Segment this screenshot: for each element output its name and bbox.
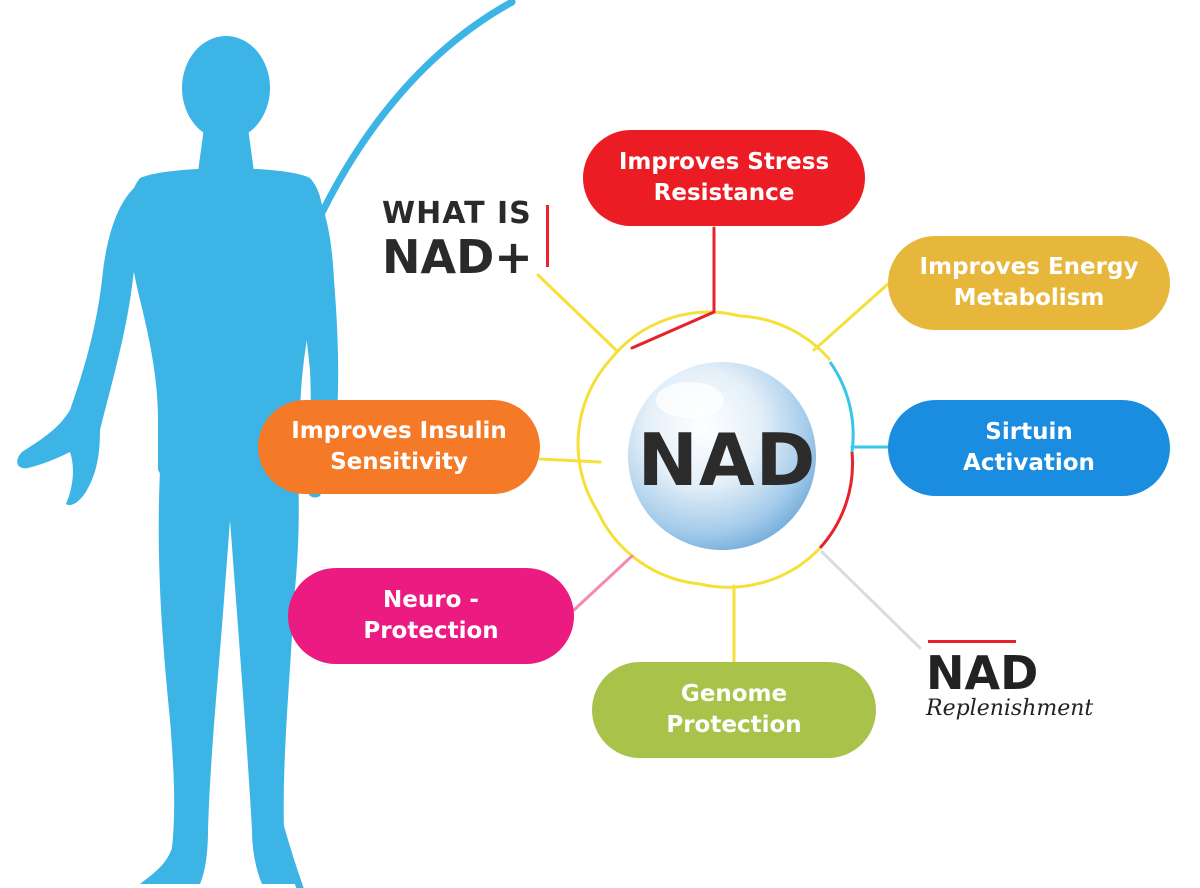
spoke-insulin (538, 457, 602, 464)
benefit-label: Genome Protection (666, 681, 802, 738)
ring-segment (596, 511, 701, 586)
ring-segment (699, 546, 822, 589)
benefit-label: Improves Stress Resistance (618, 149, 830, 206)
center-label: NAD (637, 418, 817, 502)
benefit-label: Improves Energy Metabolism (919, 254, 1139, 311)
replenishment-line-2: Replenishment (926, 696, 1094, 721)
ring-segment (828, 361, 855, 453)
benefit-insulin-sensitivity: Improves Insulin Sensitivity (258, 400, 540, 494)
benefit-energy-metabolism: Improves Energy Metabolism (888, 236, 1170, 330)
ring-segment (739, 314, 832, 361)
replenishment-accent-bar (928, 640, 1016, 643)
replenishment-line-1: NAD (926, 646, 1039, 700)
spokes (536, 226, 922, 664)
benefit-sirtuin-activation: Sirtuin Activation (888, 400, 1170, 496)
ring-segment (608, 310, 741, 361)
benefit-label: Neuro - Protection (363, 587, 499, 644)
spoke-replenish (820, 550, 922, 650)
benefit-genome-protection: Genome Protection (592, 662, 876, 758)
ring-segment (576, 359, 612, 513)
spoke-energy (812, 282, 890, 352)
spoke-neuro (572, 554, 634, 612)
title-line-1: WHAT IS (382, 196, 532, 231)
title-line-2: NAD+ (382, 230, 533, 284)
replenishment-label: NAD Replenishment (926, 648, 1093, 722)
diagram-title: WHAT IS NAD+ (382, 196, 533, 282)
ring-segment (818, 451, 854, 550)
benefit-label: Improves Insulin Sensitivity (291, 418, 507, 475)
benefit-stress-resistance: Improves Stress Resistance (583, 130, 865, 226)
center-ring (576, 310, 855, 589)
title-accent-bar (546, 205, 549, 267)
benefit-label: Sirtuin Activation (963, 419, 1095, 476)
benefit-neuro-protection: Neuro - Protection (288, 568, 574, 664)
spoke-stress (630, 226, 716, 350)
spoke-title (536, 273, 618, 352)
